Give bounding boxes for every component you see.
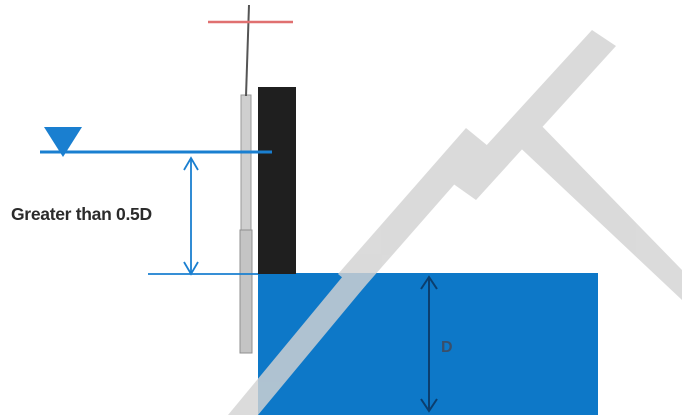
watermark-stroke-middle — [338, 128, 488, 292]
diameter-label: D — [441, 339, 453, 356]
black-barrier — [258, 87, 296, 274]
casing-rod-lower — [239, 229, 253, 354]
depth-arrow-top — [183, 156, 199, 171]
watermark-stroke-left — [228, 270, 366, 415]
watermark-stroke-right — [512, 120, 682, 300]
vertical-wire — [245, 4, 250, 97]
inverted-triangle-icon — [44, 127, 82, 157]
depth-requirement-label: Greater than 0.5D — [11, 204, 152, 224]
diameter-arrow-top — [420, 275, 438, 290]
diameter-arrow-bottom — [420, 398, 438, 413]
watermark-stroke-upper — [452, 30, 616, 200]
watermark — [228, 30, 682, 415]
